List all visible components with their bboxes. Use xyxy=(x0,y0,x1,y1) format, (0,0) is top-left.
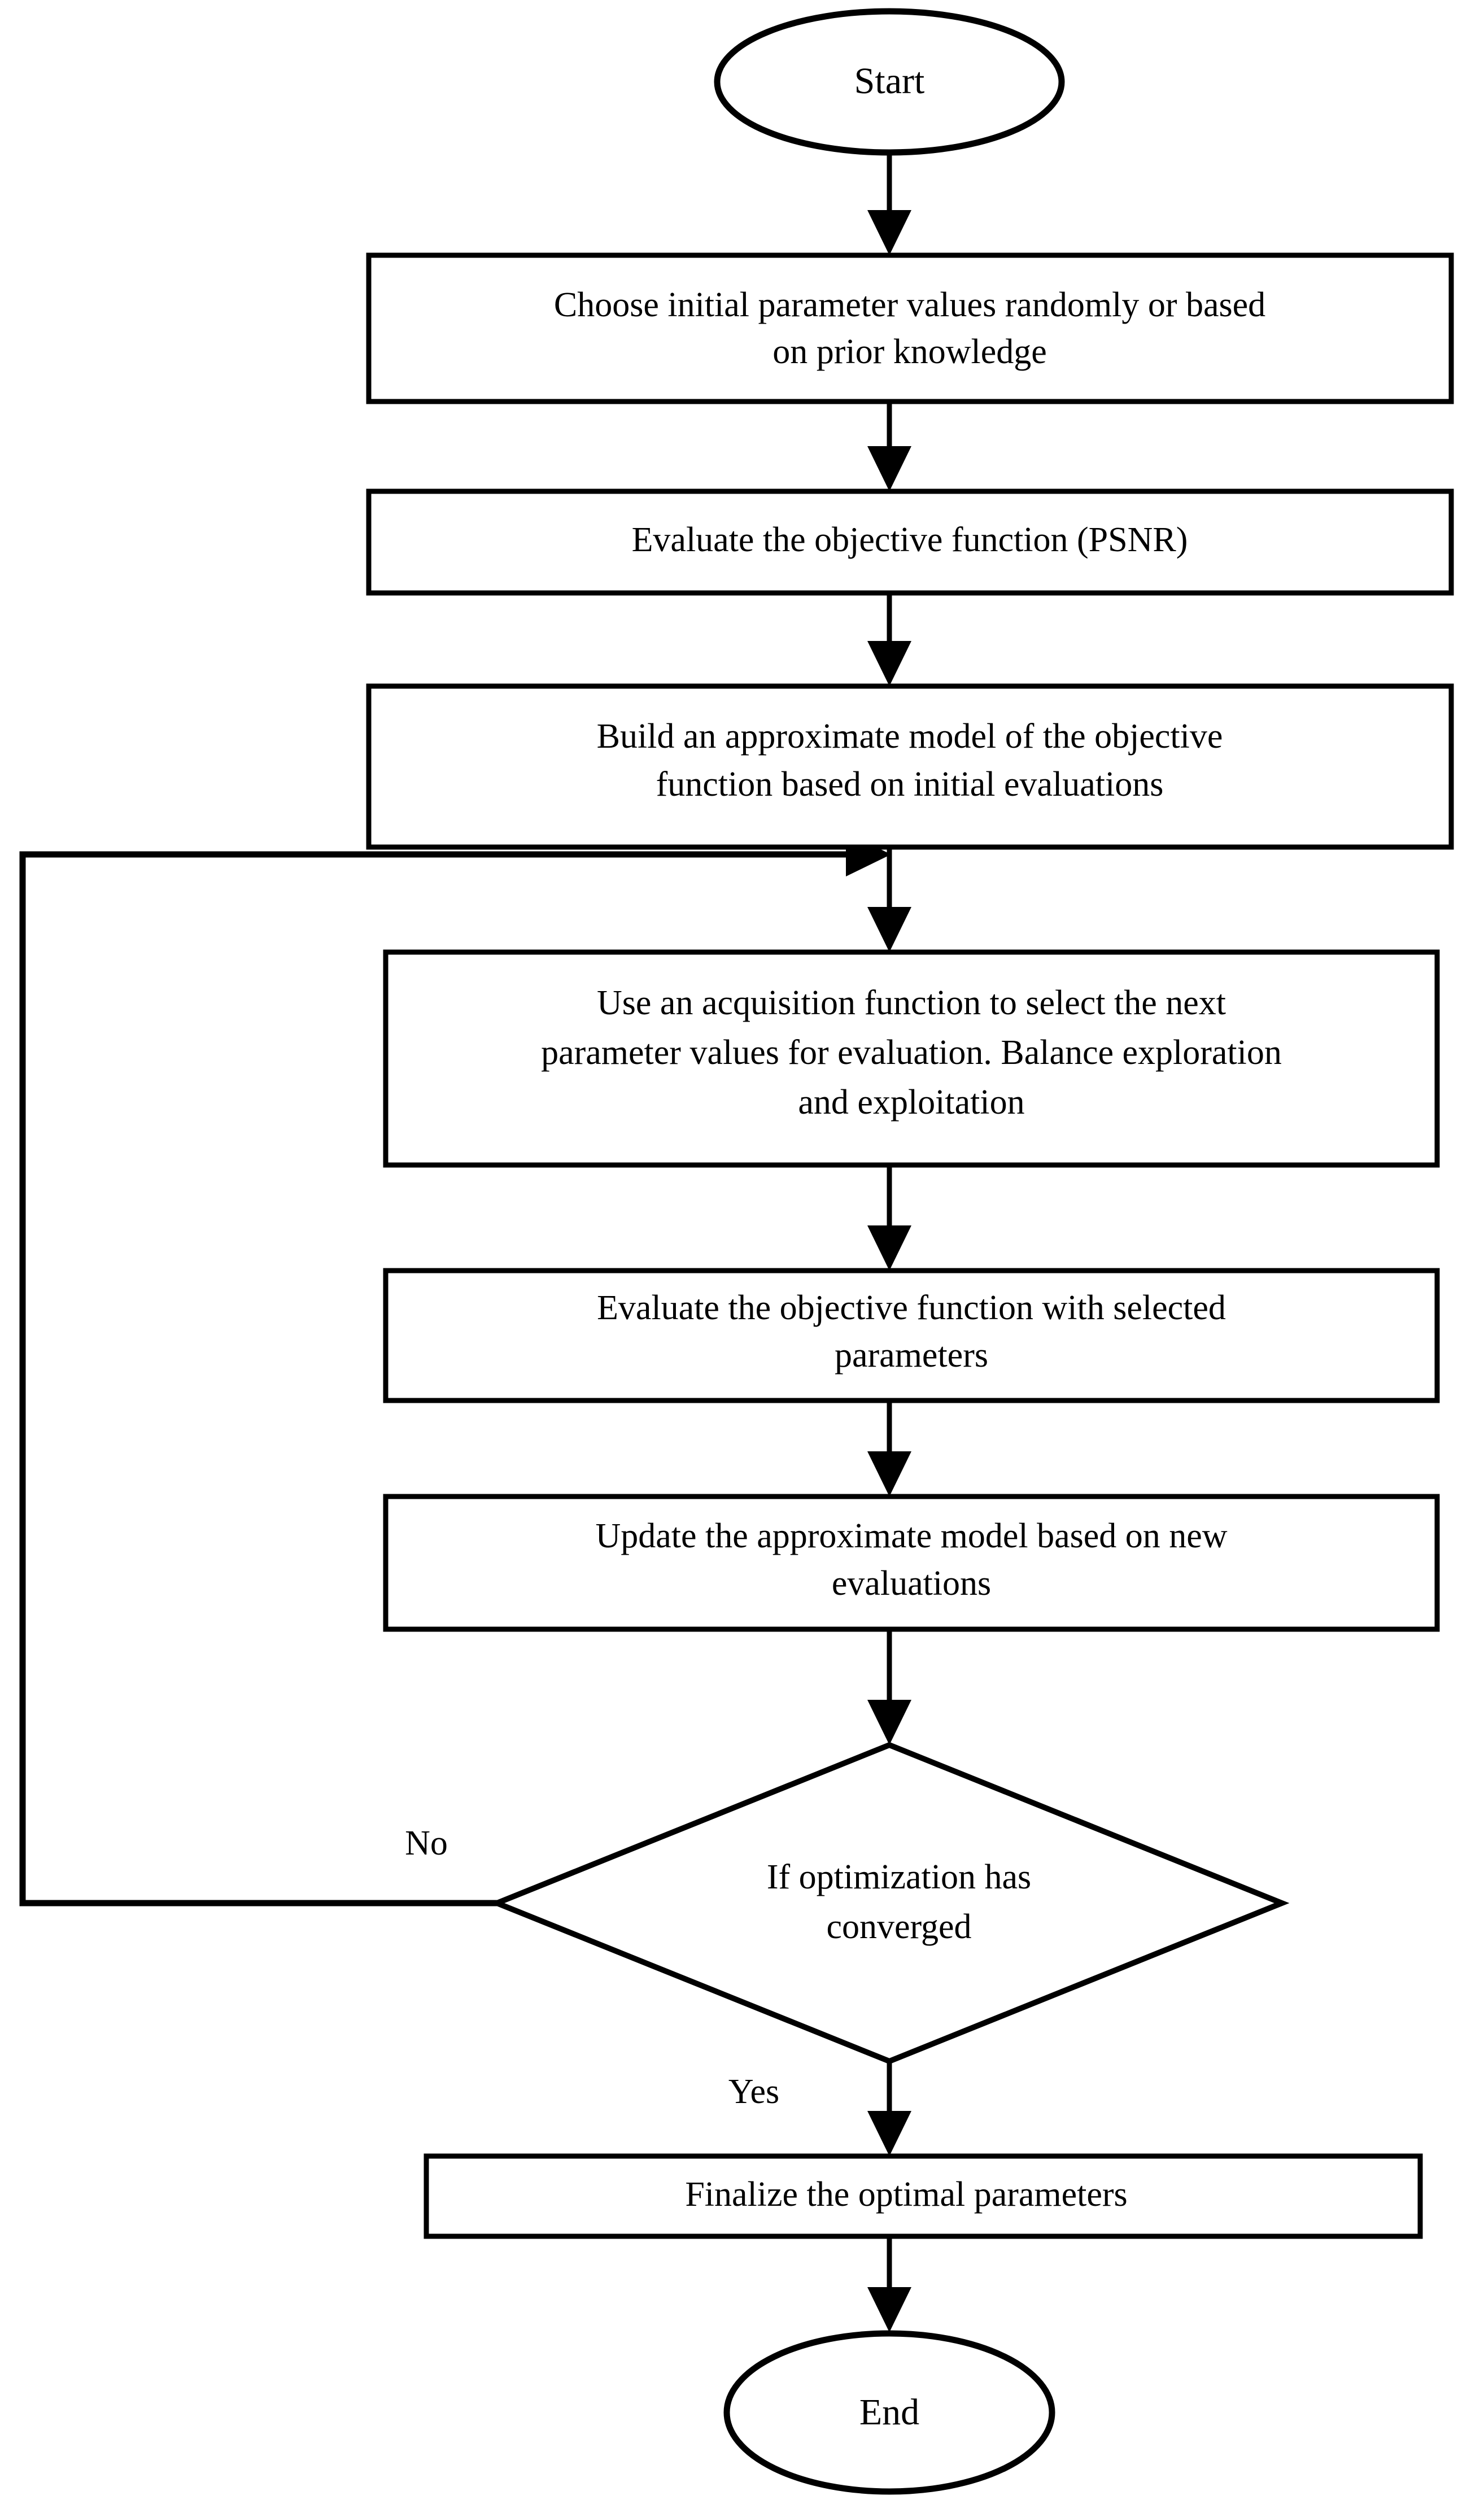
node-evaluate-objective[interactable]: Evaluate the objective function (PSNR) xyxy=(366,488,1454,596)
connector-finalize-to-end xyxy=(867,2236,911,2332)
node-choose-initial-line1: Choose initial parameter values randomly… xyxy=(554,286,1265,324)
connector-choose-initial-to-evaluate-objective xyxy=(867,402,911,491)
node-update-model[interactable]: Update the approximate model based on ne… xyxy=(383,1494,1440,1632)
node-start-label: Start xyxy=(854,60,925,102)
node-end-label: End xyxy=(859,2392,919,2433)
connector-acquisition-to-evaluate-selected xyxy=(867,1165,911,1271)
node-build-model[interactable]: Build an approximate model of the object… xyxy=(366,683,1454,850)
node-converged-decision-line1: If optimization has xyxy=(767,1858,1031,1896)
node-finalize-line1: Finalize the optimal parameters xyxy=(685,2175,1127,2214)
node-evaluate-selected[interactable]: Evaluate the objective function with sel… xyxy=(383,1268,1440,1403)
node-converged-decision[interactable]: If optimization has converged xyxy=(489,1742,1290,2065)
node-build-model-line1: Build an approximate model of the object… xyxy=(597,717,1223,756)
node-acquisition-line2: parameter values for evaluation. Balance… xyxy=(541,1033,1282,1072)
edge-label-yes: Yes xyxy=(728,2073,779,2111)
node-evaluate-objective-line1: Evaluate the objective function (PSNR) xyxy=(632,521,1188,559)
node-acquisition-line1: Use an acquisition function to select th… xyxy=(597,984,1226,1022)
node-evaluate-selected-line1: Evaluate the objective function with sel… xyxy=(597,1289,1226,1327)
connector-update-model-to-decision xyxy=(867,1629,911,1745)
connector-evaluate-selected-to-update-model xyxy=(867,1401,911,1497)
node-acquisition[interactable]: Use an acquisition function to select th… xyxy=(383,949,1440,1168)
connector-decision-yes-to-finalize xyxy=(867,2061,911,2156)
connector-start-to-choose-initial xyxy=(867,154,911,255)
node-update-model-line2: evaluations xyxy=(832,1564,991,1603)
connector-build-model-to-acquisition xyxy=(867,847,911,952)
node-choose-initial[interactable]: Choose initial parameter values randomly… xyxy=(366,252,1454,404)
node-build-model-line2: function based on initial evaluations xyxy=(656,765,1164,804)
node-update-model-line1: Update the approximate model based on ne… xyxy=(595,1517,1227,1555)
node-acquisition-line3: and exploitation xyxy=(798,1083,1024,1122)
node-choose-initial-line2: on prior knowledge xyxy=(772,333,1047,371)
node-start[interactable]: Start xyxy=(714,8,1065,156)
node-evaluate-selected-line2: parameters xyxy=(835,1336,988,1375)
node-converged-decision-line2: converged xyxy=(826,1908,971,1946)
edge-label-no: No xyxy=(405,1824,448,1862)
connector-evaluate-objective-to-build-model xyxy=(867,593,911,686)
node-end[interactable]: End xyxy=(723,2330,1055,2495)
node-finalize[interactable]: Finalize the optimal parameters xyxy=(424,2153,1423,2239)
